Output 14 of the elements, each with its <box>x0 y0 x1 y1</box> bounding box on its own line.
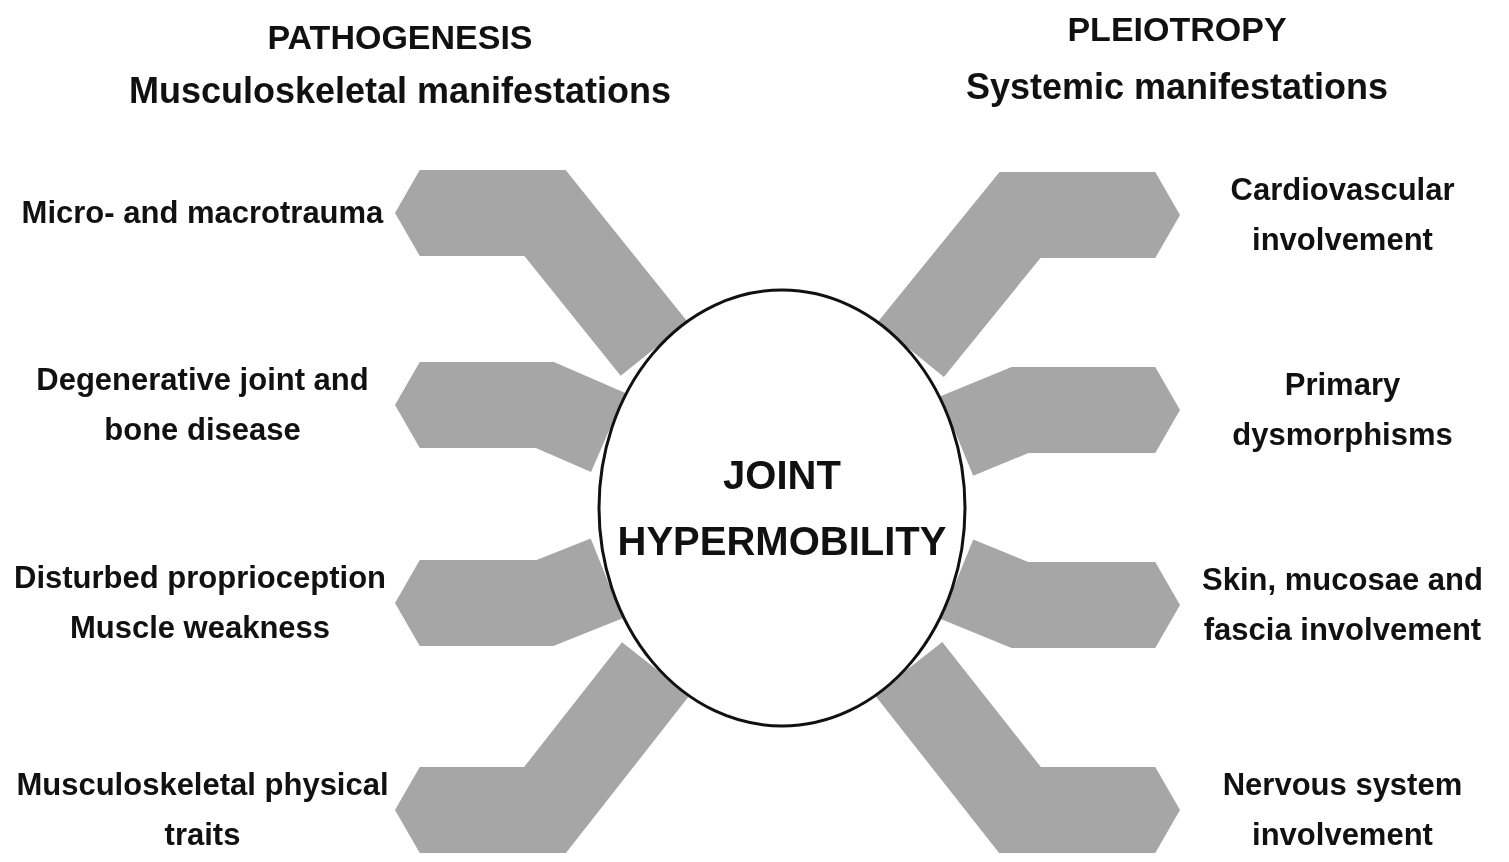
manifestation-label: Primary dysmorphisms <box>1231 366 1454 454</box>
manifestation-label: Cardiovascular involvement <box>1229 171 1456 259</box>
manifestation-label: Disturbed proprioception <box>13 559 387 598</box>
manifestation-label: Degenerative joint and bone disease <box>35 361 370 449</box>
section-subheading: Systemic manifestations <box>965 66 1389 108</box>
manifestation-label: Musculoskeletal physical traits <box>15 766 390 854</box>
manifestation-label: Skin, mucosae and fascia involvement <box>1201 561 1484 649</box>
manifestation-label: Nervous system involvement <box>1221 766 1464 854</box>
manifestation-label: Micro- and macrotrauma <box>20 194 385 233</box>
center-title: JOINT HYPERMOBILITY <box>617 452 947 565</box>
section-subheading: Musculoskeletal manifestations <box>128 70 672 112</box>
section-heading: PLEIOTROPY <box>1067 10 1287 49</box>
section-heading: PATHOGENESIS <box>267 18 533 57</box>
manifestation-label: Muscle weakness <box>68 609 332 647</box>
